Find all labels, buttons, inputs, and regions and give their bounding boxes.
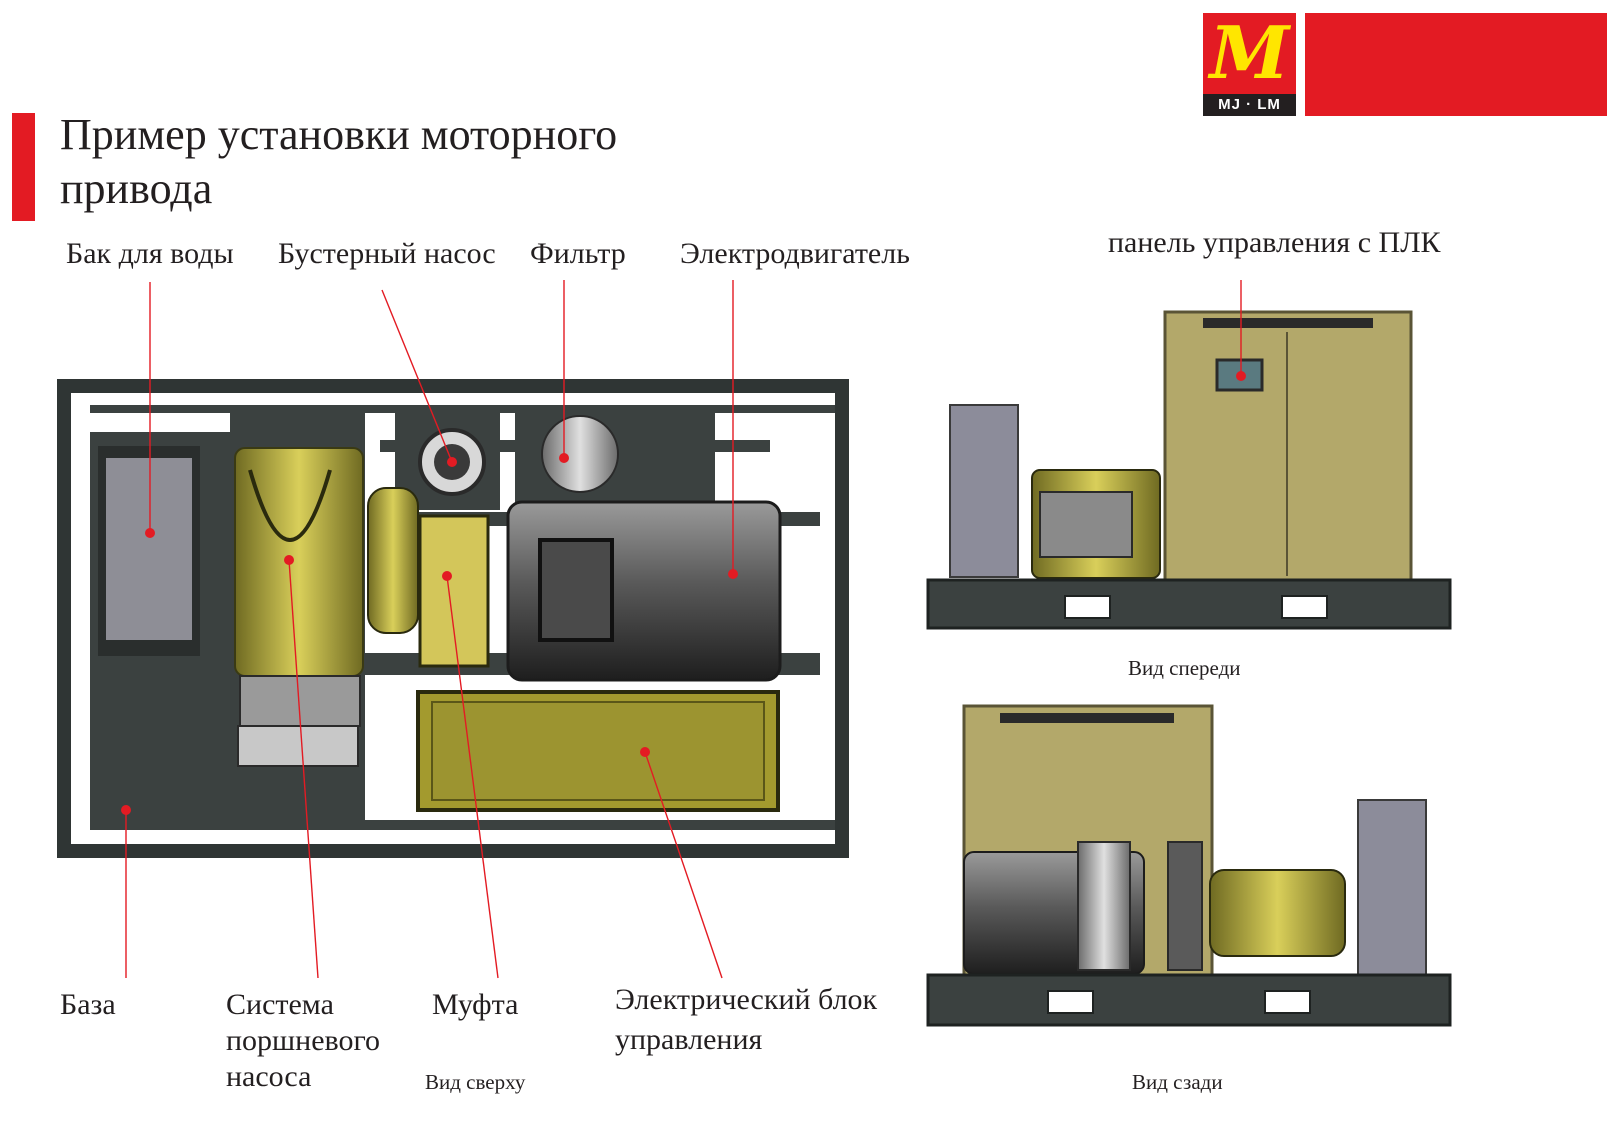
label-base: База [60, 988, 116, 1021]
dot-water-tank [145, 528, 155, 538]
dot-filter [559, 453, 569, 463]
label-plc-panel: панель управления с ПЛК [1108, 226, 1441, 259]
dot-electrical-box [640, 747, 650, 757]
front-view-drawing [926, 310, 1452, 630]
dot-piston-pump [284, 555, 294, 565]
logo-monogram: M [1209, 10, 1290, 95]
dot-plc-panel [1236, 371, 1246, 381]
caption-rear-view: Вид сзади [1132, 1070, 1223, 1094]
rear-view-drawing [926, 704, 1452, 1027]
label-booster-pump: Бустерный насос [278, 237, 496, 270]
callout-dots [121, 371, 1246, 815]
label-water-tank: Бак для воды [66, 237, 234, 270]
logo-text: MJ · LM [1203, 94, 1296, 116]
label-coupling: Муфта [432, 988, 519, 1021]
brand-red-band [1305, 13, 1607, 116]
leader-lines [125, 280, 1242, 979]
label-filter: Фильтр [530, 237, 626, 270]
dot-motor [728, 569, 738, 579]
dot-coupling [442, 571, 452, 581]
dot-base [121, 805, 131, 815]
label-piston-pump: Система поршневого насоса [226, 988, 381, 1093]
label-motor: Электродвигатель [680, 237, 910, 270]
caption-front-view: Вид спереди [1128, 656, 1241, 680]
title-accent-bar [12, 113, 35, 221]
label-electrical-box: Электрический блок управления [615, 983, 878, 1056]
dot-booster-pump [447, 457, 457, 467]
page-title: Пример установки моторного привода [60, 110, 618, 213]
caption-top-view: Вид сверху [425, 1070, 526, 1094]
